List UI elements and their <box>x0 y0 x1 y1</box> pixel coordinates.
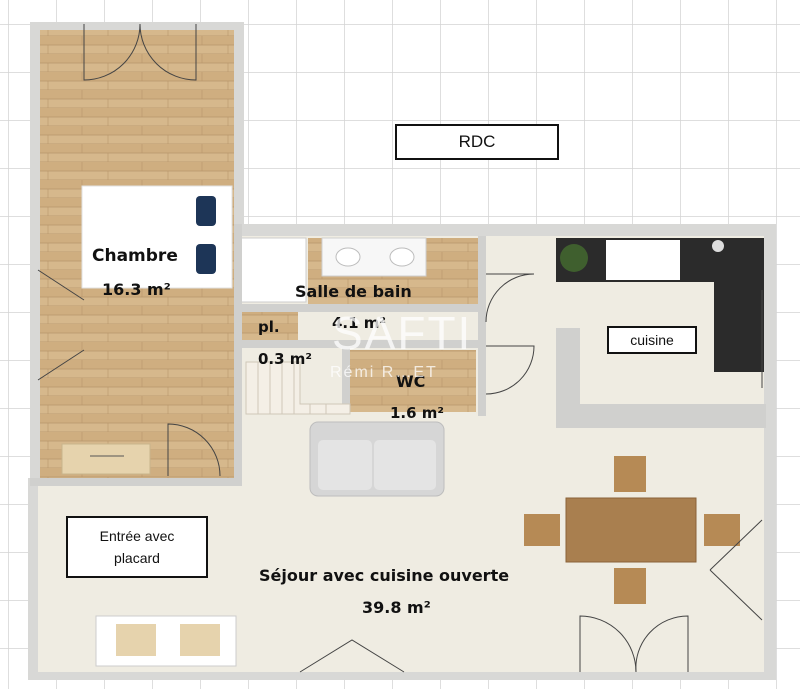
wall-bath-right <box>478 236 486 416</box>
wc-floor <box>350 350 476 412</box>
entry-bench <box>95 615 237 667</box>
living-room-area: 39.8 m² <box>362 598 431 617</box>
bathroom-name: Salle de bain <box>295 282 412 301</box>
wardrobe <box>239 237 307 303</box>
wall-bath-bottom <box>240 304 480 312</box>
wall-kitchen-bottom <box>556 404 766 428</box>
kitchen-label: cuisine <box>607 326 697 354</box>
watermark-brand: SAFTI <box>332 307 473 359</box>
bedroom-area: 16.3 m² <box>102 280 171 299</box>
wall-bedroom-right <box>234 224 242 484</box>
bedroom-desk <box>61 443 151 475</box>
floor-level-label: RDC <box>395 124 559 160</box>
wc-area: 1.6 m² <box>390 404 444 422</box>
closet-name: pl. <box>258 318 280 336</box>
entry-label-line2: placard <box>114 550 160 566</box>
wall-closet-bottom <box>240 340 480 348</box>
wall-entry-top <box>30 478 242 486</box>
closet-floor <box>242 312 298 342</box>
staircase <box>245 361 351 415</box>
bathroom-area: 4.1 m² <box>332 314 386 332</box>
watermark-agent: Rémi R…ET <box>330 364 438 381</box>
dining-table <box>524 456 740 604</box>
closet-area: 0.3 m² <box>258 350 312 368</box>
sofa <box>309 421 445 497</box>
kitchen-counter <box>556 238 764 372</box>
bed <box>81 185 233 289</box>
double-sink <box>321 237 427 277</box>
doors <box>37 23 763 673</box>
wall-wc-left <box>342 346 350 414</box>
entry-label: Entrée avec placard <box>66 516 208 578</box>
wc-name: WC <box>396 372 426 391</box>
bedroom-name: Chambre <box>92 246 178 266</box>
living-room-name: Séjour avec cuisine ouverte <box>259 566 510 585</box>
entry-label-line1: Entrée avec <box>99 528 175 544</box>
wall-kitchen-left <box>556 328 580 418</box>
